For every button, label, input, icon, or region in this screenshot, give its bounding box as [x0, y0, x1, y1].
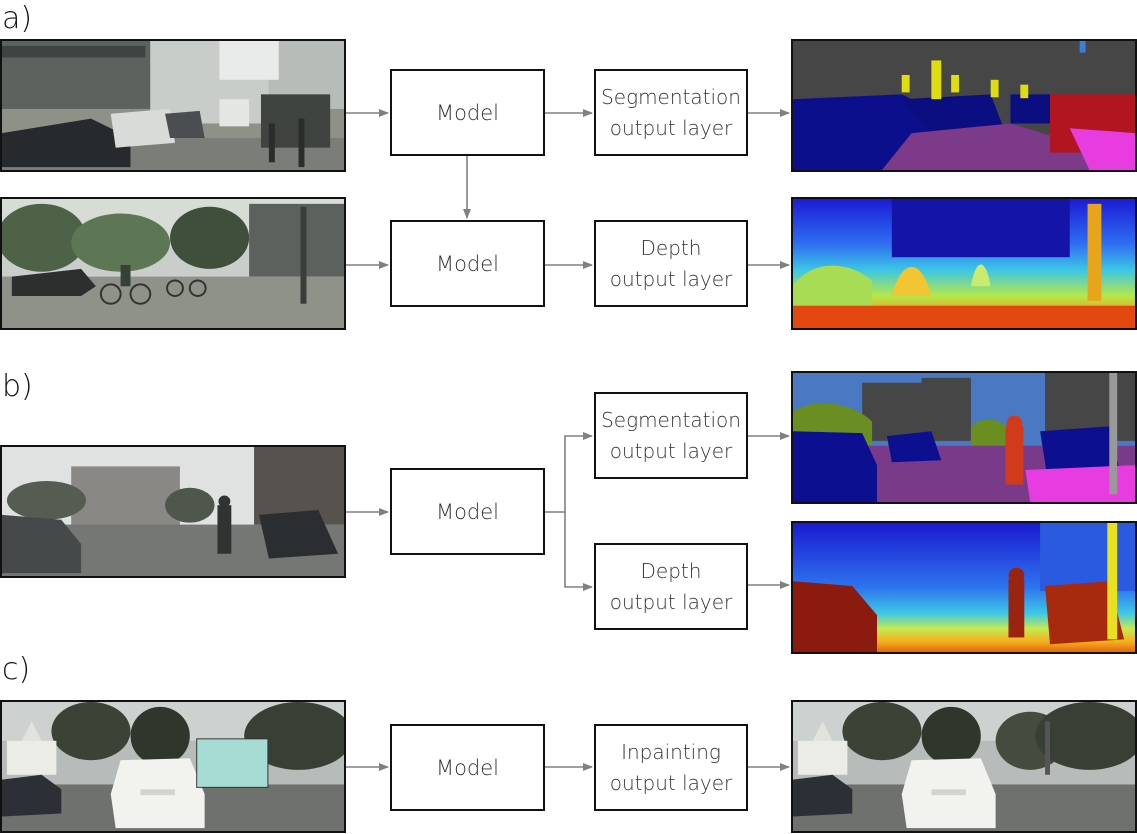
masked-car-photo-icon — [0, 700, 346, 833]
depth-map-icon — [791, 197, 1137, 330]
panel-b-label: b) — [2, 369, 33, 404]
inpainting-label-line1: Inpainting — [621, 739, 721, 764]
street-cyclists-photo-icon — [0, 197, 346, 330]
depth-label-line1: Depth — [640, 558, 702, 583]
segmentation-label-line2: output layer — [609, 115, 733, 140]
model-box-b: Model — [390, 468, 545, 555]
model-box-c: Model — [390, 724, 545, 811]
panel-a-label: a) — [2, 1, 33, 36]
segmentation-output-box-a: Segmentation output layer — [594, 69, 748, 156]
depth-map-icon — [791, 521, 1137, 654]
segmentation-label-line1: Segmentation — [601, 407, 741, 432]
model-box-a-bottom: Model — [390, 220, 545, 307]
segmentation-map-icon — [791, 371, 1137, 504]
street-photo-icon — [0, 39, 346, 172]
segmentation-output-box-b: Segmentation output layer — [594, 392, 748, 479]
inpainting-label-line2: output layer — [609, 770, 733, 795]
depth-output-box-a: Depth output layer — [594, 220, 748, 307]
panel-c-label: c) — [2, 652, 31, 687]
arrow-b-split-lower — [564, 512, 593, 591]
depth-output-box-b: Depth output layer — [594, 543, 748, 630]
depth-label-line1: Depth — [640, 235, 702, 260]
inpainted-car-photo-icon — [791, 700, 1137, 833]
depth-label-line2: output layer — [609, 266, 733, 291]
segmentation-label-line1: Segmentation — [601, 84, 741, 109]
segmentation-label-line2: output layer — [609, 438, 733, 463]
model-box-a-top: Model — [390, 69, 545, 156]
street-pedestrian-photo-icon — [0, 445, 346, 578]
segmentation-map-icon — [791, 39, 1137, 172]
inpainting-output-box-c: Inpainting output layer — [594, 724, 748, 811]
depth-label-line2: output layer — [609, 589, 733, 614]
arrow-b-split — [545, 432, 593, 513]
